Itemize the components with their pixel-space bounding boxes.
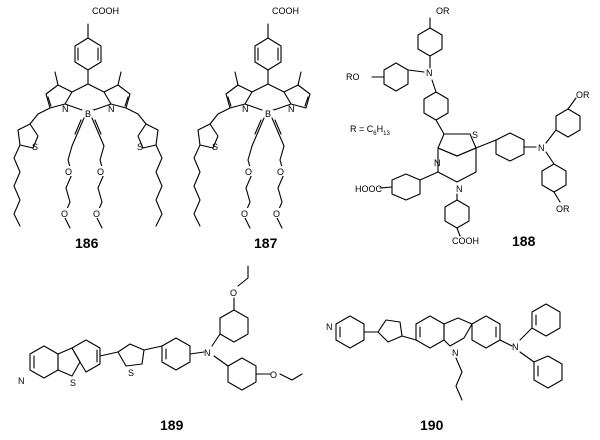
nitrogen-label: N [204,348,211,358]
sulfur-label: S [212,142,218,152]
oxygen-label: O [273,209,280,219]
oxygen-label: O [230,288,237,298]
oxygen-label: O [241,209,248,219]
compound-187: COOH N N B − S O O O O 18 [193,6,311,251]
compound-188: OR N RO S N N R = C6H13 N OR OR [346,6,590,249]
boron-label: B [85,109,91,119]
compound-190: N N N 190 [326,303,563,433]
nitrogen-label: N [326,322,333,332]
sulfur-label: S [472,130,478,140]
nitrogen-label-right: N [288,104,295,114]
cooh-label: COOH [92,6,119,16]
sulfur-label: S [70,378,76,388]
compound-number: 188 [512,233,536,249]
oxygen-label: O [245,167,252,177]
boron-label: B [265,109,271,119]
compound-number: 187 [254,235,278,251]
cooh-label: COOH [452,236,479,246]
or-label-right-bottom: OR [556,204,570,214]
oxygen-label: O [93,209,100,219]
oxygen-label: O [97,167,104,177]
nitrogen-label: N [538,143,545,153]
nitrogen-label: N [512,342,519,352]
nitrogen-label: N [426,68,433,78]
ro-label: RO [346,72,360,82]
oxygen-label: O [65,167,72,177]
nitrogen-label-left: N [62,104,69,114]
cooh-label: COOH [272,6,299,16]
compound-number: 189 [160,417,184,433]
nitrogen-label: N [18,376,25,386]
sulfur-label: S [128,368,134,378]
sulfur-label-left: S [32,142,38,152]
compound-number: 190 [420,417,444,433]
r-definition: R = C6H13 [350,124,390,137]
oxygen-label: O [61,209,68,219]
nitrogen-label-right: N [108,104,115,114]
or-label-right-top: OR [576,90,590,100]
or-label-top: OR [436,6,450,16]
sulfur-label-right: S [137,142,143,152]
compound-186: COOH N N B − S S [13,6,163,251]
compound-189: N S S N O O 189 [18,265,303,433]
nitrogen-label-left: N [242,104,249,114]
nitrogen-label: N [456,184,463,194]
boron-charge: − [272,107,276,113]
oxygen-label: O [277,167,284,177]
compound-number: 186 [75,235,99,251]
boron-charge: − [92,107,96,113]
oxygen-label: O [270,370,277,380]
nitrogen-label: N [452,348,459,358]
hooc-label: HOOC [355,184,383,194]
nitrogen-label: N [434,158,441,168]
